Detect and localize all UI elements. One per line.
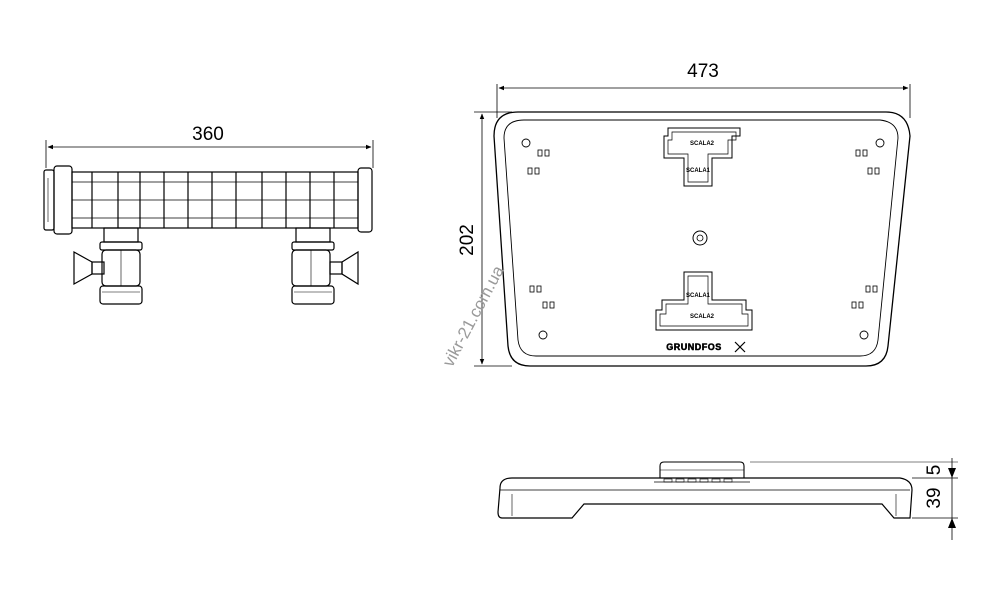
lower-slot-label-top: SCALA1 — [686, 293, 711, 299]
watermark: vikr-21.com.ua — [439, 262, 508, 370]
grundfos-logo: GRUNDFOS — [666, 341, 746, 353]
dimension-plate-height: 202 — [457, 224, 478, 256]
upper-slot-label-bottom: SCALA1 — [686, 168, 711, 174]
upper-slot-label-top: SCALA2 — [690, 141, 715, 147]
wall-plate-drawing — [474, 84, 911, 367]
dimension-plate-width: 473 — [687, 61, 719, 82]
dimension-manifold-width: 360 — [192, 124, 224, 145]
side-view-drawing — [497, 458, 958, 540]
dimension-side-top: 5 — [924, 465, 945, 476]
lower-slot-label-bottom: SCALA2 — [690, 314, 715, 320]
dimension-side-total: 39 — [924, 487, 945, 508]
manifold-drawing — [43, 140, 374, 305]
brand-wordmark: GRUNDFOS — [666, 342, 722, 352]
grundfos-x-icon — [734, 341, 746, 353]
